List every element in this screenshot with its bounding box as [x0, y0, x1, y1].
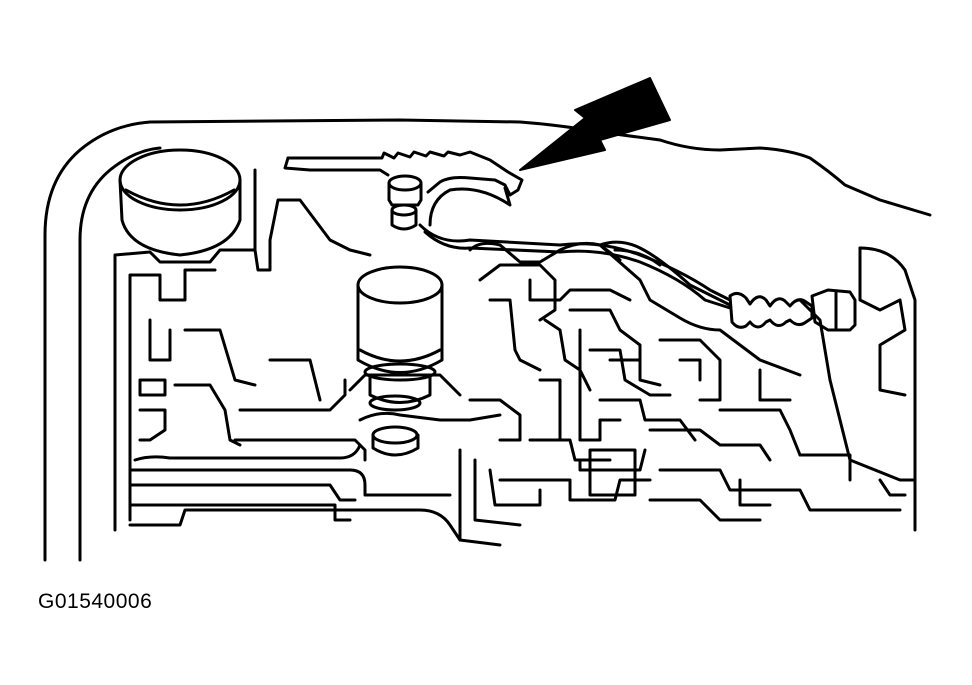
valve-body	[113, 168, 917, 547]
figure-id-label: G01540006	[38, 590, 153, 613]
pointer-arrow-icon	[519, 77, 671, 171]
sensor-wire-harness	[418, 223, 732, 310]
wire-connector	[728, 288, 857, 332]
speed-sensor	[387, 174, 423, 231]
solenoid	[356, 265, 444, 457]
sensor-bracket	[283, 150, 524, 227]
transmission-case-outline	[43, 118, 932, 562]
accumulator-piston	[118, 148, 242, 257]
